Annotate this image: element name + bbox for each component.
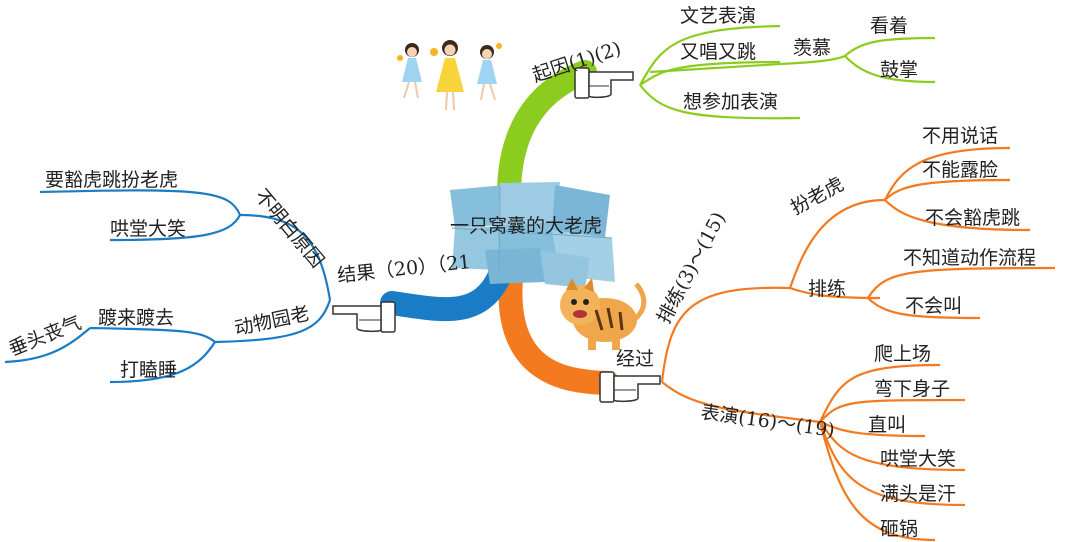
result-label: 结果（20）（21 bbox=[336, 251, 471, 287]
cause-lines bbox=[639, 24, 936, 120]
zoo-label: 动物园老 bbox=[232, 303, 311, 340]
unclear-item: 哄堂大笑 bbox=[110, 218, 186, 240]
act-tiger-item: 不能露脸 bbox=[922, 159, 998, 181]
process-trunk bbox=[498, 256, 620, 395]
performance-item: 砸锅 bbox=[880, 518, 918, 540]
cause-item: 又唱又跳 bbox=[680, 41, 756, 63]
cause-item: 羡慕 bbox=[793, 37, 831, 59]
unclear-label: 不明白原因 bbox=[250, 185, 328, 272]
performance-item: 爬上场 bbox=[874, 343, 931, 365]
zoo-item: 垂头丧气 bbox=[6, 312, 85, 361]
practice-item: 不知道动作流程 bbox=[903, 247, 1036, 269]
pointing-hand-icon bbox=[332, 301, 396, 333]
dancers-illustration bbox=[397, 40, 502, 111]
center-title: 一只窝囊的大老虎 bbox=[450, 215, 602, 237]
process-label: 经过 bbox=[616, 348, 654, 370]
cause-item: 想参加表演 bbox=[683, 91, 778, 113]
center-cubes bbox=[450, 182, 615, 288]
unclear-item: 要豁虎跳扮老虎 bbox=[45, 169, 178, 191]
cause-item: 文艺表演 bbox=[680, 5, 756, 27]
pointing-hand-icon bbox=[574, 67, 634, 99]
cause-item: 看着 bbox=[870, 15, 908, 37]
performance-item: 哄堂大笑 bbox=[880, 448, 956, 470]
zoo-item: 打瞌睡 bbox=[120, 359, 177, 381]
performance-label: 表演(16)～(19) bbox=[699, 401, 836, 442]
practice-item: 不会叫 bbox=[905, 295, 962, 317]
cause-item: 鼓掌 bbox=[880, 59, 918, 81]
performance-item: 满头是汗 bbox=[880, 483, 956, 505]
result-lines bbox=[4, 189, 332, 384]
tiger-illustration bbox=[560, 278, 647, 350]
result-trunk bbox=[380, 263, 512, 322]
practice-label: 排练 bbox=[808, 278, 846, 300]
performance-item: 直叫 bbox=[868, 414, 906, 436]
rehearsal-label: 排练(3)～(15) bbox=[653, 208, 730, 327]
act-tiger-item: 不会豁虎跳 bbox=[925, 207, 1020, 229]
process-lines bbox=[660, 146, 1056, 542]
zoo-item: 踱来踱去 bbox=[98, 307, 174, 329]
performance-item: 弯下身子 bbox=[874, 378, 950, 400]
act-tiger-item: 不用说话 bbox=[922, 125, 998, 147]
pointing-hand-icon bbox=[599, 371, 661, 403]
